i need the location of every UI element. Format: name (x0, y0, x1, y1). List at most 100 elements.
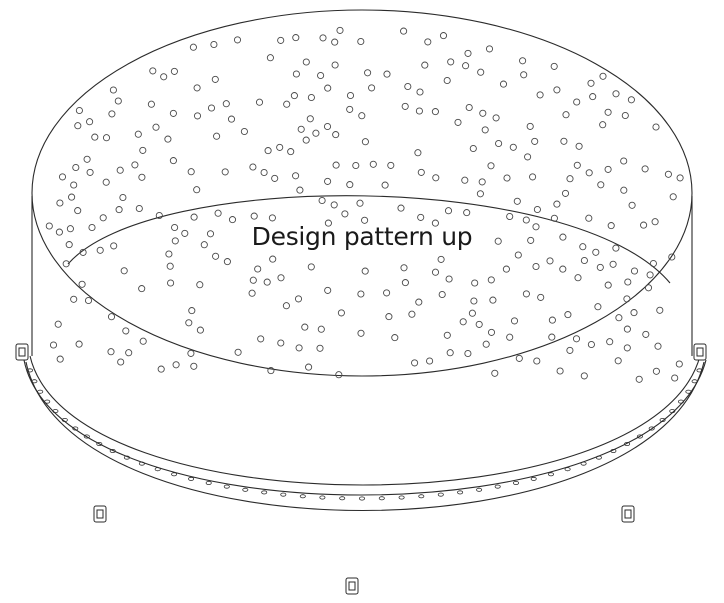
pattern-hole (503, 174, 511, 182)
pattern-hole (369, 160, 377, 168)
pattern-hole (607, 222, 615, 230)
rim-hole (636, 434, 643, 439)
pattern-hole (346, 105, 354, 113)
pattern-hole (566, 175, 574, 183)
rim-hole (691, 379, 698, 384)
pattern-hole (292, 34, 300, 42)
pattern-hole (447, 58, 455, 66)
pattern-hole (475, 320, 483, 328)
pattern-hole (295, 344, 303, 352)
pattern-hole (116, 166, 124, 174)
pattern-hole (546, 257, 554, 265)
rim-hole (223, 484, 230, 489)
pattern-hole (438, 290, 446, 299)
pattern-hole (391, 334, 399, 342)
pattern-hole (443, 331, 451, 339)
pattern-hole (580, 256, 588, 265)
pattern-hole (164, 135, 172, 143)
pattern-hole (415, 298, 423, 306)
pattern-hole (623, 325, 631, 333)
pattern-hole (222, 100, 230, 108)
pattern-hole (169, 109, 177, 117)
pattern-hole (115, 206, 123, 214)
pattern-hole (596, 263, 604, 271)
pattern-hole (206, 230, 215, 238)
pattern-hole (212, 252, 220, 260)
rim-hole (205, 480, 212, 485)
pattern-hole (84, 296, 93, 305)
pattern-hole (464, 349, 472, 358)
pattern-hole (264, 147, 272, 155)
pattern-hole (119, 193, 127, 202)
pattern-hole (589, 93, 597, 101)
rim-clip (93, 505, 107, 523)
pattern-hole (556, 367, 564, 375)
pattern-hole (368, 84, 376, 92)
pattern-hole (301, 323, 309, 331)
pattern-hole (476, 190, 484, 198)
pattern-hole (361, 267, 369, 275)
pattern-hole (233, 36, 242, 44)
rim-hole (580, 461, 587, 466)
pattern-hole (268, 214, 276, 222)
cylinder-shell (23, 9, 707, 512)
pattern-hole (102, 178, 110, 186)
pattern-hole (524, 153, 532, 161)
rim-hole (171, 472, 178, 477)
pattern-hole (623, 344, 631, 352)
pattern-hole (134, 130, 142, 138)
pattern-hole (66, 225, 74, 233)
bottom-rim-outer (23, 359, 707, 496)
pattern-hole (58, 173, 67, 181)
pattern-hole (341, 210, 349, 218)
pattern-hole (45, 222, 53, 230)
pattern-hole (532, 223, 540, 231)
rim-hole (659, 417, 666, 422)
rim-hole (188, 476, 195, 481)
rim-hole (109, 448, 116, 453)
pattern-hole (537, 293, 545, 301)
pattern-hole (346, 91, 355, 100)
pattern-hole (267, 367, 275, 375)
rim-hole (26, 368, 33, 373)
pattern-hole (439, 32, 448, 40)
pattern-hole (548, 333, 556, 341)
pattern-hole (364, 69, 372, 77)
pattern-hole (628, 201, 636, 209)
pattern-hole (307, 263, 315, 271)
pattern-hole (510, 317, 519, 325)
pattern-hole (277, 339, 285, 347)
rim-clip (621, 505, 635, 523)
pattern-hole (515, 354, 523, 362)
pattern-hole (487, 276, 495, 284)
pattern-hole (72, 163, 80, 172)
pattern-hole (305, 363, 313, 371)
pattern-hole (604, 165, 612, 173)
pattern-hole (332, 131, 340, 139)
pattern-hole (324, 219, 332, 227)
pattern-hole (56, 199, 64, 207)
pattern-hole (587, 79, 595, 87)
rim-hole (398, 495, 405, 500)
pattern-hole (337, 309, 345, 317)
pattern-hole (529, 173, 537, 181)
pattern-hole (652, 367, 660, 375)
pattern-hole (470, 297, 478, 305)
pattern-hole (401, 102, 409, 110)
pattern-hole (559, 265, 567, 273)
pattern-hole (276, 143, 284, 151)
pattern-hole (292, 70, 300, 78)
pattern-hole (107, 313, 116, 321)
rim-hole (648, 426, 655, 431)
pattern-hole (96, 246, 104, 254)
pattern-hole (70, 181, 78, 189)
pattern-hole (536, 91, 544, 99)
pattern-hole (397, 204, 405, 212)
bottom-rim-band (25, 361, 705, 512)
pattern-hole (331, 38, 339, 46)
pattern-hole (426, 357, 434, 365)
pattern-hole (249, 163, 257, 171)
pattern-hole (254, 265, 262, 273)
pattern-hole (656, 306, 664, 314)
pattern-hole (193, 84, 201, 92)
